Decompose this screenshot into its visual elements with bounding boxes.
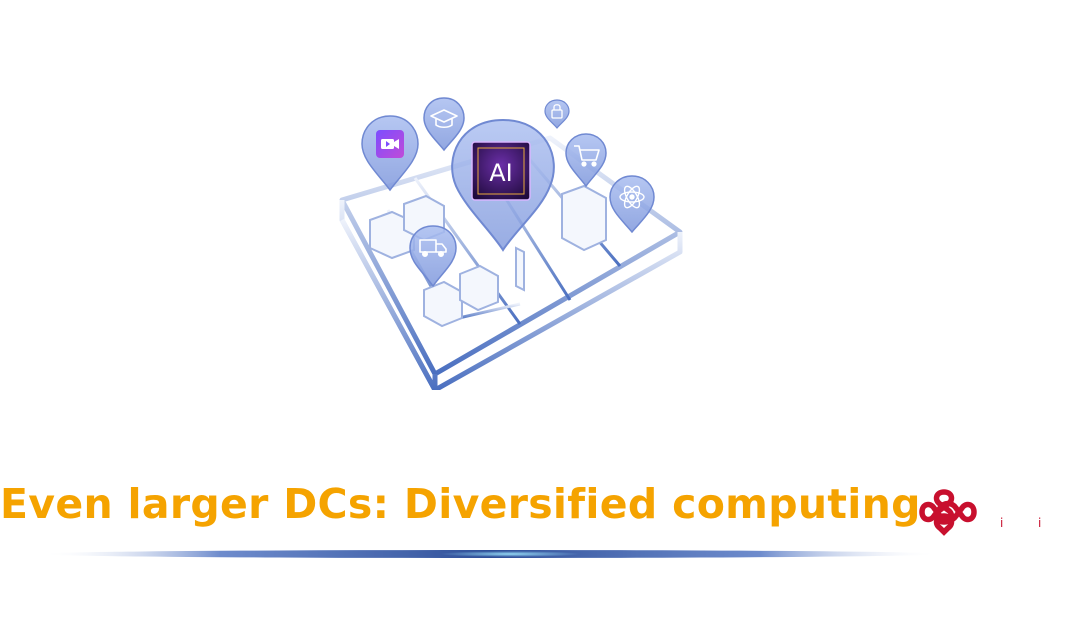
ai-chip-pin: AI <box>451 118 555 252</box>
science-pin <box>609 175 655 234</box>
slide-title: Even larger DCs: Diversified computing <box>0 480 921 528</box>
security-pin <box>544 99 570 129</box>
delivery-truck-icon <box>419 239 447 258</box>
brand-mark-b: i <box>1038 516 1042 530</box>
graduation-cap-icon <box>430 109 458 129</box>
lock-icon <box>551 104 563 119</box>
server-racks <box>369 184 607 328</box>
atom-icon <box>619 185 645 209</box>
datacenter-illustration: AI <box>339 97 683 390</box>
shopping-pin <box>565 133 607 188</box>
video-icon <box>376 130 404 158</box>
ai-chip-icon: AI <box>471 141 531 201</box>
title-underline <box>40 550 940 558</box>
shopping-cart-icon <box>574 145 600 167</box>
china-unicom-knot-logo <box>919 489 977 536</box>
video-pin <box>361 115 419 192</box>
ai-chip-label: AI <box>489 159 513 187</box>
brand-mark-a: i <box>1000 516 1004 530</box>
education-pin <box>423 97 465 152</box>
logistics-pin <box>409 225 457 288</box>
